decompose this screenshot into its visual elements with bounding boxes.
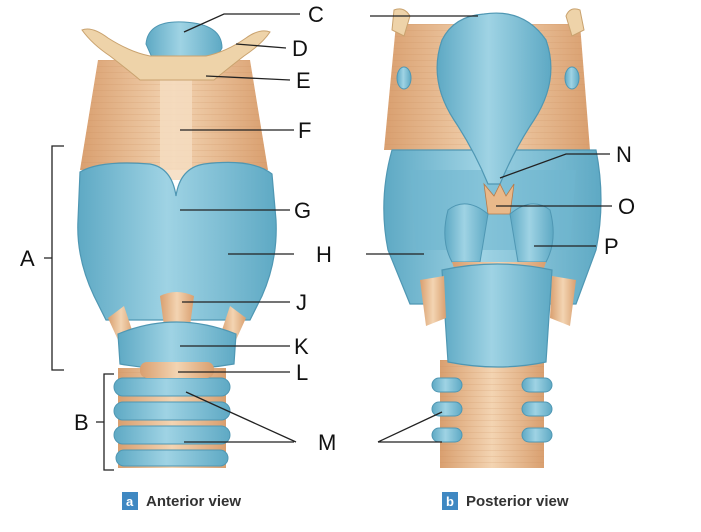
anterior-larynx [77,21,277,468]
posterior-tracheal-ring [431,377,463,393]
thyroid-cartilage [77,161,277,321]
label-p: P [604,234,619,259]
arytenoid-cartilage [444,203,489,263]
hyoid-horn [565,8,585,37]
anterior-epiglottis [145,21,223,63]
caption-badge-a [122,492,138,510]
arytenoid-cartilage [509,203,554,263]
anterior-tracheal-ring [113,425,231,445]
label-g: G [294,198,311,223]
anterior-tracheal-ring [113,377,231,397]
posterior-side-muscle [420,276,446,326]
label-h: H [316,242,332,267]
anterior-tracheal-ring [113,401,231,421]
cricotracheal-ligament [140,362,214,378]
posterior-side-muscle [550,276,576,326]
bracket-b [96,373,114,471]
caption-badge-b-text: b [446,494,454,509]
posterior-tracheal-ring [521,401,553,417]
triticeal-cartilage [396,66,412,90]
caption-posterior-text: Posterior view [466,493,569,510]
label-a: A [20,246,35,271]
posterior-cricoid-cartilage [441,263,553,368]
label-f: F [298,118,311,143]
label-m: M [318,430,336,455]
caption-anterior-text: Anterior view [146,493,241,510]
bracket-a [44,145,64,371]
caption-posterior: b Posterior view [442,492,569,510]
posterior-tracheal-ring [521,427,553,443]
label-e: E [296,68,311,93]
label-j: J [296,290,307,315]
caption-badge-a-text: a [126,494,134,509]
label-c: C [308,2,324,27]
caption-anterior: a Anterior view [122,492,241,510]
posterior-larynx [383,8,602,468]
triticeal-cartilage [564,66,580,90]
label-d: D [292,36,308,61]
leader-lines [178,13,612,443]
posterior-tracheal-ring [431,427,463,443]
label-k: K [294,334,309,359]
label-n: N [616,142,632,167]
label-o: O [618,194,635,219]
cricothyroid-ligament [160,292,194,326]
hyoid-bone [81,28,271,81]
caption-badge-b [442,492,458,510]
label-b: B [74,410,89,435]
anterior-tracheal-ring [115,449,229,467]
label-l: L [296,360,308,385]
posterior-tracheal-ring [521,377,553,393]
